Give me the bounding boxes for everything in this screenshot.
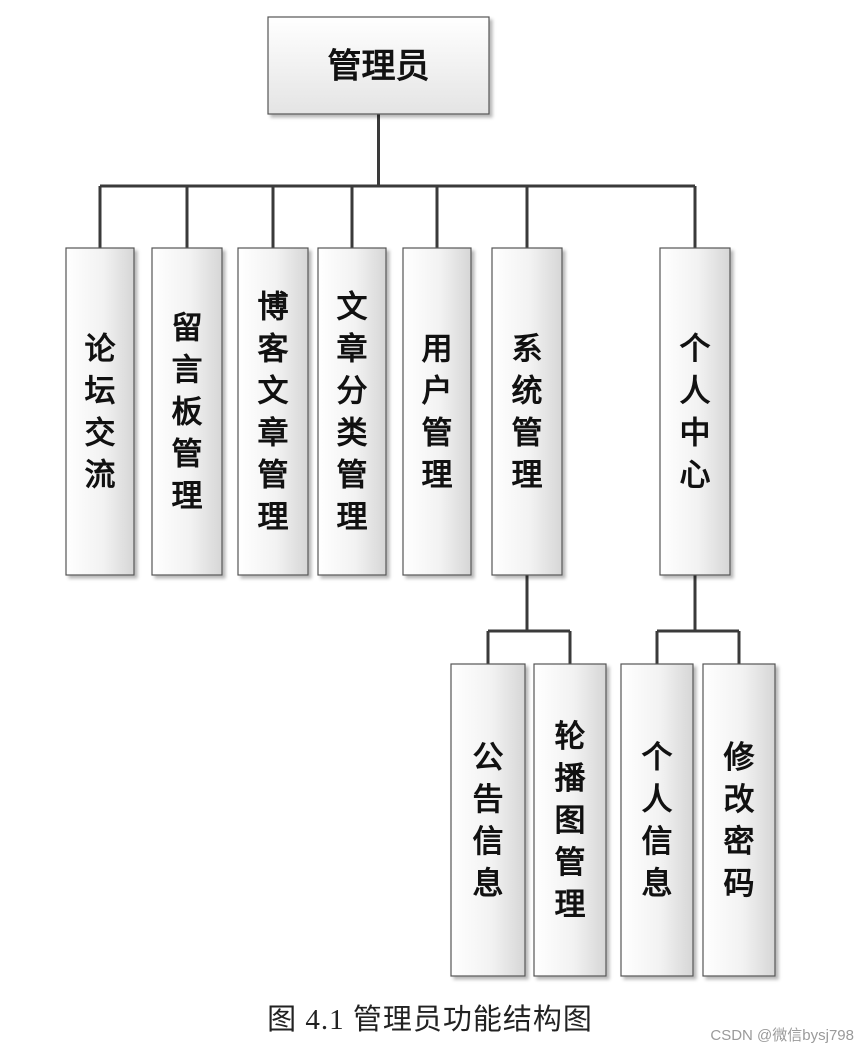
module-user: 用户管理 [402, 247, 472, 576]
root-node-label: 管理员 [328, 47, 430, 87]
submodule-carousel: 轮播图管理 [533, 663, 607, 977]
module-blog-label: 博客文章管理 [258, 290, 289, 536]
submodule-notice: 公告信息 [450, 663, 526, 977]
module-forum: 论坛交流 [65, 247, 135, 576]
submodule-personal-info-label: 个人信息 [642, 740, 673, 902]
submodule-notice-label: 公告信息 [473, 740, 504, 902]
module-profile: 个人中心 [659, 247, 731, 576]
module-profile-label: 个人中心 [680, 332, 711, 494]
submodule-carousel-label: 轮播图管理 [555, 719, 587, 923]
submodule-personal-info: 个人信息 [620, 663, 694, 977]
module-user-label: 用户管理 [422, 332, 453, 494]
module-category-label: 文章分类管理 [337, 290, 368, 536]
connector-lines [98, 114, 741, 664]
module-guestbook-label: 留言板管理 [172, 311, 203, 515]
module-system-label: 系统管理 [512, 332, 543, 494]
module-blog: 博客文章管理 [237, 247, 309, 576]
submodule-change-password-label: 修改密码 [723, 740, 756, 902]
root-node: 管理员 [267, 16, 490, 115]
submodule-change-password: 修改密码 [702, 663, 776, 977]
module-guestbook: 留言板管理 [151, 247, 223, 576]
watermark: CSDN @微信bysj798 [710, 1027, 854, 1044]
module-category: 文章分类管理 [317, 247, 387, 576]
figure-caption: 图 4.1 管理员功能结构图 [267, 1004, 593, 1036]
module-forum-label: 论坛交流 [85, 332, 117, 494]
module-system: 系统管理 [491, 247, 563, 576]
